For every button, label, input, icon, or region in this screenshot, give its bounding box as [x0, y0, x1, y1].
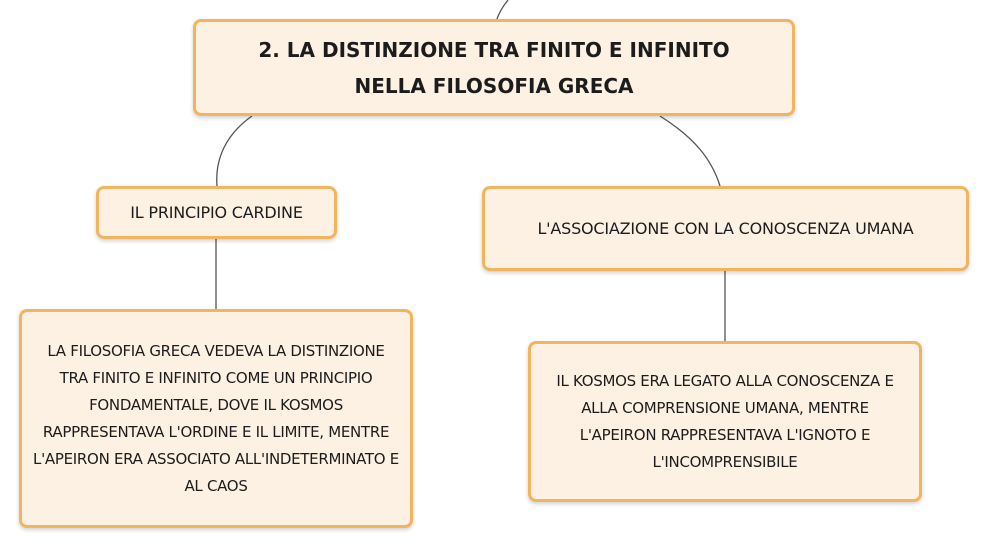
topic-node-associazione[interactable]: L'ASSOCIAZIONE CON LA CONOSCENZA UMANA [482, 186, 969, 271]
central-topic-text: 2. LA DISTINZIONE TRA FINITO E INFINITO … [258, 37, 730, 98]
connector-parent-to-title [496, 0, 509, 20]
detail-text-associazione: IL KOSMOS ERA LEGATO ALLA CONOSCENZA E A… [556, 371, 894, 471]
detail-text-principio-cardine: LA FILOSOFIA GRECA VEDEVA LA DISTINZIONE… [33, 341, 399, 495]
topic-node-principio-cardine[interactable]: IL PRINCIPIO CARDINE [96, 186, 337, 239]
connector-title-to-association [659, 115, 721, 187]
connector-title-to-principle [216, 115, 253, 187]
topic-text-associazione: L'ASSOCIAZIONE CON LA CONOSCENZA UMANA [537, 218, 914, 238]
detail-node-associazione[interactable]: IL KOSMOS ERA LEGATO ALLA CONOSCENZA E A… [528, 341, 922, 502]
topic-text-principio-cardine: IL PRINCIPIO CARDINE [130, 202, 303, 222]
central-topic-node[interactable]: 2. LA DISTINZIONE TRA FINITO E INFINITO … [193, 19, 795, 116]
detail-node-principio-cardine[interactable]: LA FILOSOFIA GRECA VEDEVA LA DISTINZIONE… [19, 309, 413, 528]
